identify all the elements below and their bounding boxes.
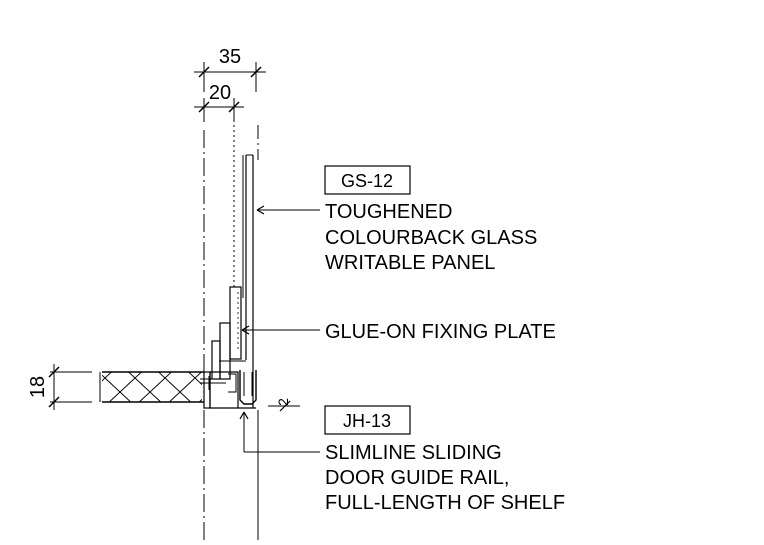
dimension-overall-width: 35 xyxy=(194,46,266,92)
dimension-20-label: 20 xyxy=(209,82,231,104)
shelf-section xyxy=(99,371,228,409)
gap-marker: 2 xyxy=(268,398,300,412)
callout-fixing-plate: GLUE-ON FIXING PLATE xyxy=(241,321,556,343)
dimension-2-label: 2 xyxy=(275,398,291,406)
callout-glass-line-3: WRITABLE PANEL xyxy=(325,252,495,274)
tag-box-gs12 xyxy=(324,165,411,195)
callout-glass: GS-12 TOUGHENED COLOURBACK GLASS WRITABL… xyxy=(256,165,537,274)
tag-jh13: JH-13 xyxy=(343,411,391,431)
callout-guide-rail-line-2: DOOR GUIDE RAIL, xyxy=(325,467,509,489)
dimension-inner-width: 20 xyxy=(194,82,244,122)
dimension-18-label: 18 xyxy=(27,376,49,398)
reference-lines xyxy=(203,125,259,540)
callout-glass-line-2: COLOURBACK GLASS xyxy=(325,227,537,249)
glass-panel xyxy=(242,154,254,408)
dimension-shelf-thickness: 18 xyxy=(27,364,92,410)
callout-guide-rail-line-3: FULL-LENGTH OF SHELF xyxy=(325,492,565,514)
fixing-plate xyxy=(211,286,246,380)
dimension-35-label: 35 xyxy=(219,46,241,68)
guide-rail xyxy=(209,370,257,409)
callout-glass-line-1: TOUGHENED xyxy=(325,201,452,223)
callout-fixing-plate-line-1: GLUE-ON FIXING PLATE xyxy=(325,321,556,343)
tag-gs12: GS-12 xyxy=(341,171,393,191)
callout-guide-rail-line-1: SLIMLINE SLIDING xyxy=(325,442,502,464)
tag-box-jh13 xyxy=(324,405,411,435)
callout-guide-rail: JH-13 SLIMLINE SLIDING DOOR GUIDE RAIL, … xyxy=(239,405,565,514)
